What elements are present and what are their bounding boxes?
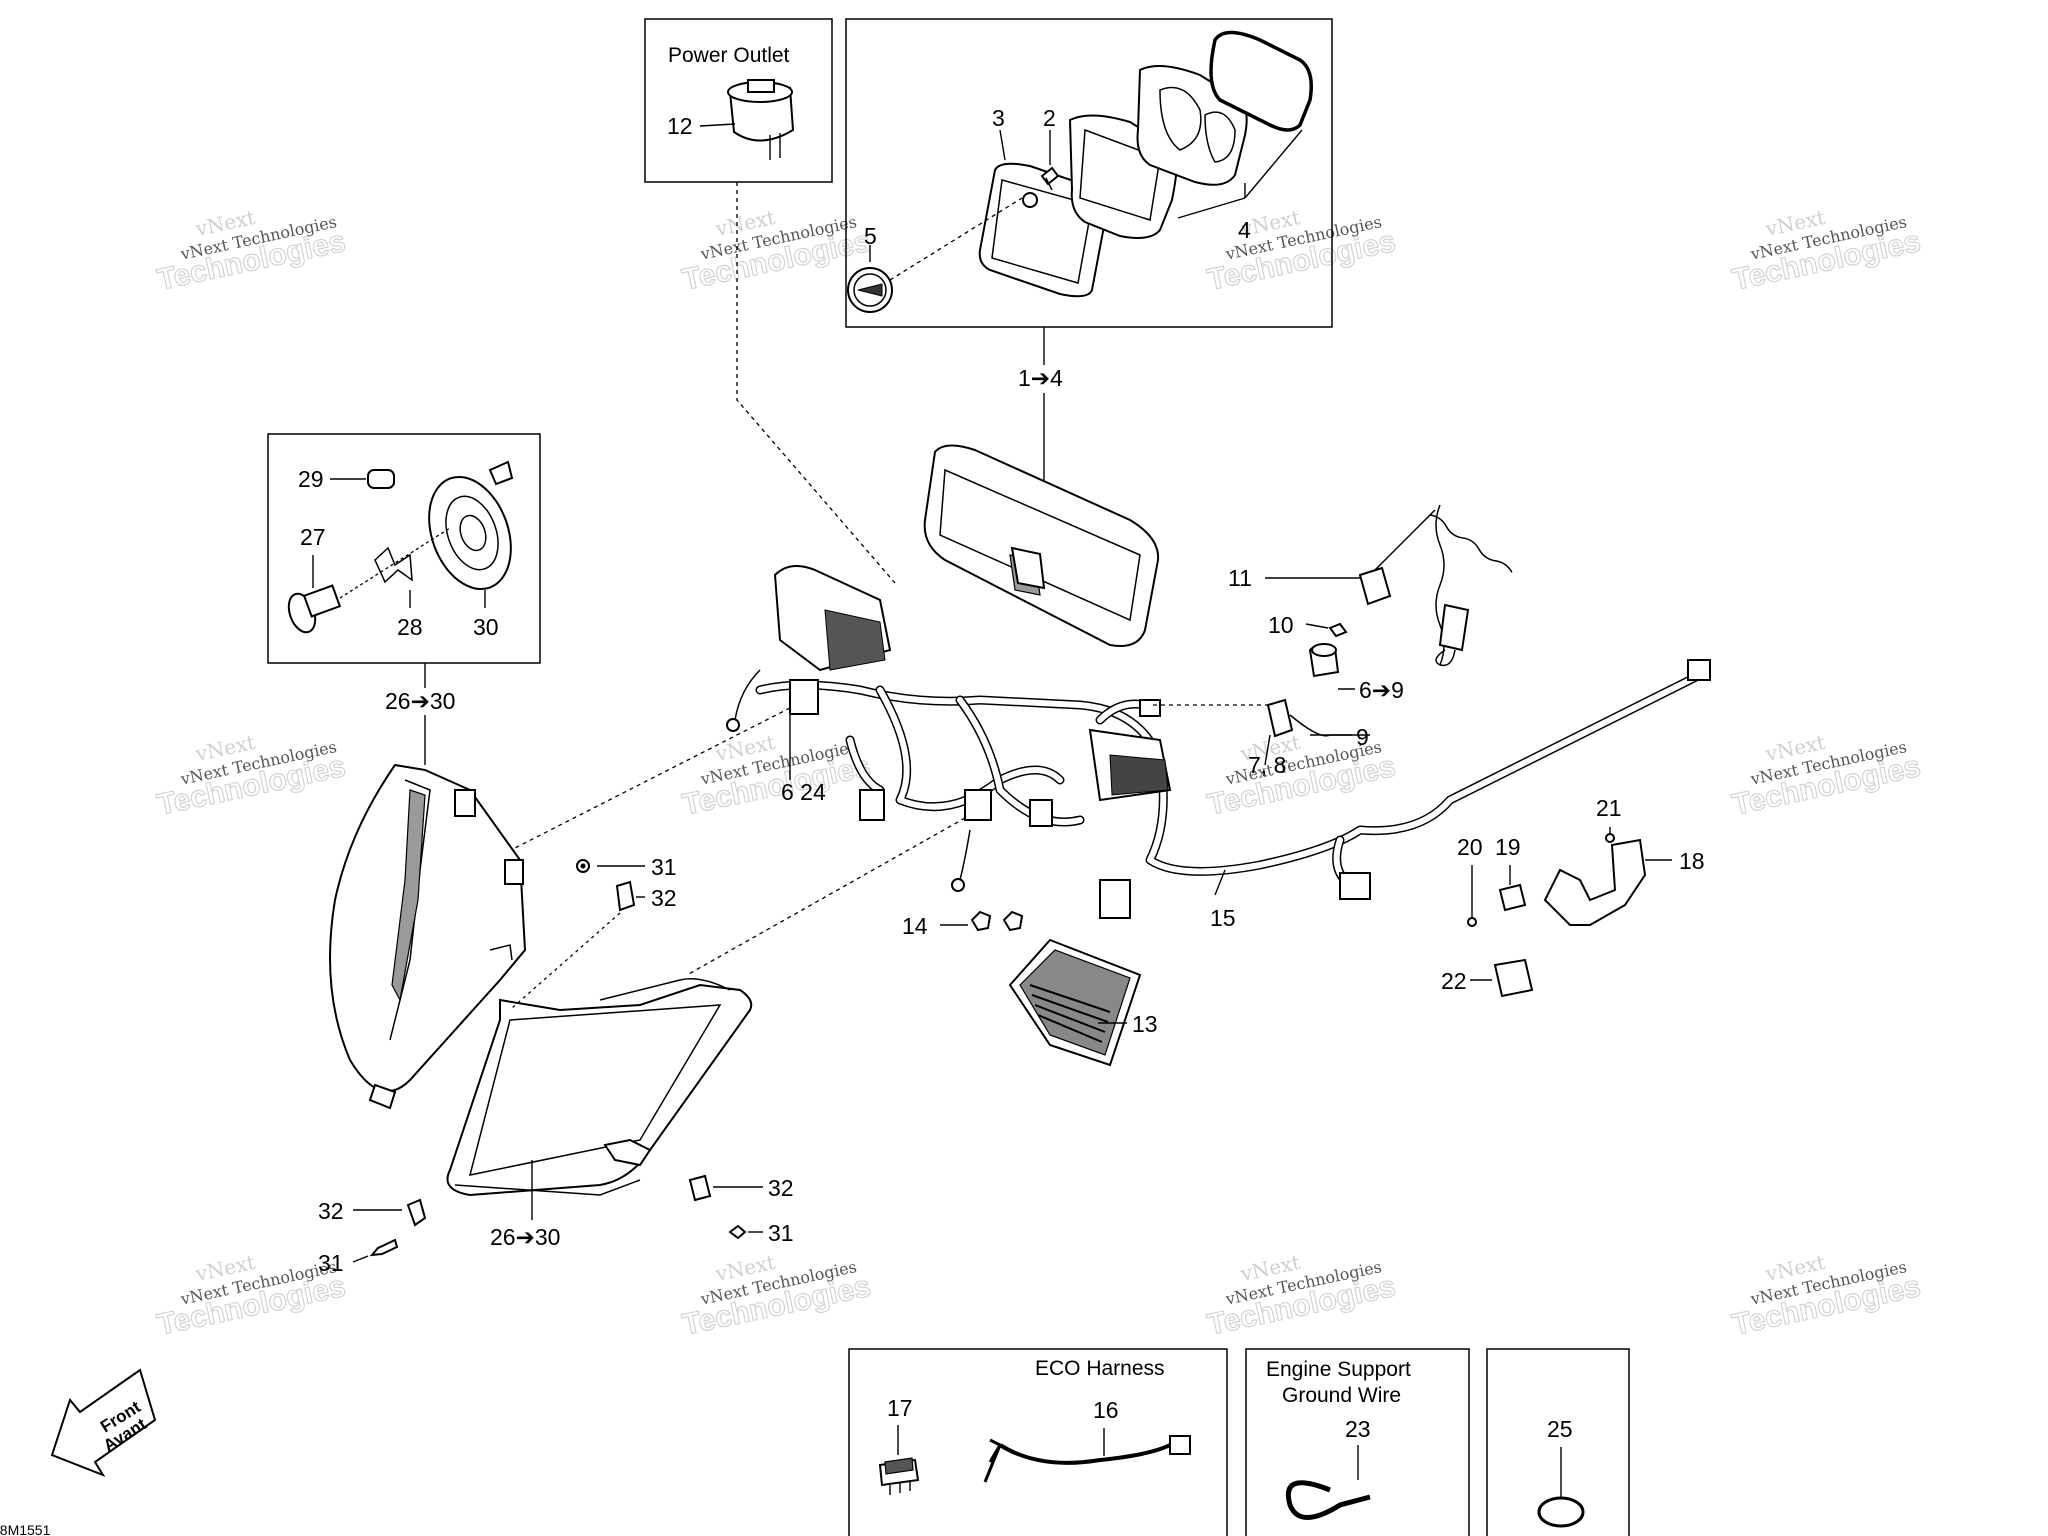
- power-outlet-inset-frame: [644, 18, 833, 183]
- callout-12: 12: [667, 113, 693, 139]
- headlamp-bulb-parts: [287, 460, 514, 634]
- callout-32-b: 32: [318, 1198, 344, 1224]
- callout-31-a: 31: [651, 854, 677, 880]
- gauge-cluster-assembly: [923, 444, 1160, 647]
- engine-support-inset-title-1: Engine Support: [1266, 1358, 1411, 1381]
- callout-21: 21: [1596, 795, 1622, 821]
- callout-28: 28: [397, 614, 423, 640]
- power-outlet-part: [699, 79, 795, 160]
- bracket-assembly: [1467, 833, 1647, 998]
- gauge-cluster-exploded: [847, 30, 1313, 313]
- callout-15: 15: [1210, 905, 1236, 931]
- cable-tie-part: [1537, 1447, 1585, 1528]
- callout-31-c: 31: [768, 1220, 794, 1246]
- callout-3: 3: [992, 105, 1005, 131]
- callout-14: 14: [902, 913, 928, 939]
- eco-harness-inset-title: ECO Harness: [1035, 1357, 1165, 1380]
- callout-22: 22: [1441, 968, 1467, 994]
- headlamp-right-route: [686, 817, 966, 976]
- front-direction-arrow: Front Avant: [50, 1368, 157, 1478]
- fastener-route: [511, 912, 621, 1009]
- callout-26-30-top: 26➔30: [385, 688, 455, 714]
- callout-18: 18: [1679, 848, 1705, 874]
- ground-wire-part: [1286, 1445, 1371, 1520]
- fasteners: [369, 859, 747, 1257]
- callout-29: 29: [298, 466, 324, 492]
- power-outlet-route: [736, 182, 896, 584]
- voltage-regulator: [970, 910, 1142, 1067]
- engine-support-inset-frame: [1245, 1348, 1470, 1536]
- callout-19: 19: [1495, 834, 1521, 860]
- watermark-group: vNext vNext Technologies vNext vNext Tec…: [154, 205, 1924, 1342]
- callout-23: 23: [1345, 1416, 1371, 1442]
- callout-13: 13: [1132, 1011, 1158, 1037]
- callout-32-a: 32: [651, 885, 677, 911]
- headlamp-left-route: [514, 707, 791, 849]
- callout-9: 9: [1356, 724, 1369, 750]
- headlamp-bulb-inset-frame: [267, 433, 541, 664]
- eco-harness-parts: [878, 1425, 1191, 1495]
- drawing-code: 38M1551: [0, 1522, 51, 1536]
- key-switch-assembly: [1266, 504, 1513, 738]
- callout-16: 16: [1093, 1397, 1119, 1423]
- callout-26-30-bottom: 26➔30: [490, 1224, 560, 1250]
- callout-24: 6 24: [781, 779, 826, 805]
- main-wiring-harness: [726, 565, 1711, 919]
- headlamp-right: [446, 978, 753, 1197]
- gauge-inset-frame: [845, 18, 1333, 328]
- callout-27: 27: [300, 524, 326, 550]
- callout-31-b: 31: [318, 1250, 344, 1276]
- headlamp-left: [329, 763, 527, 1110]
- power-outlet-inset-title: Power Outlet: [668, 44, 790, 67]
- callout-4: 4: [1238, 217, 1251, 243]
- callout-20: 20: [1457, 834, 1483, 860]
- callout-30: 30: [473, 614, 499, 640]
- part-25-inset-frame: [1486, 1348, 1630, 1536]
- callout-25: 25: [1547, 1416, 1573, 1442]
- callout-17: 17: [887, 1395, 913, 1421]
- callout-5: 5: [864, 223, 877, 249]
- engine-support-inset-title-2: Ground Wire: [1282, 1384, 1401, 1407]
- callout-6-9: 6➔9: [1359, 677, 1404, 703]
- callout-11: 11: [1228, 565, 1252, 591]
- callout-1-4: 1➔4: [1018, 365, 1063, 391]
- callout-10: 10: [1268, 612, 1294, 638]
- callout-7-8: 7, 8: [1248, 752, 1286, 778]
- callout-2: 2: [1043, 105, 1056, 131]
- callout-32-c: 32: [768, 1175, 794, 1201]
- eco-harness-inset-frame: [848, 1348, 1228, 1536]
